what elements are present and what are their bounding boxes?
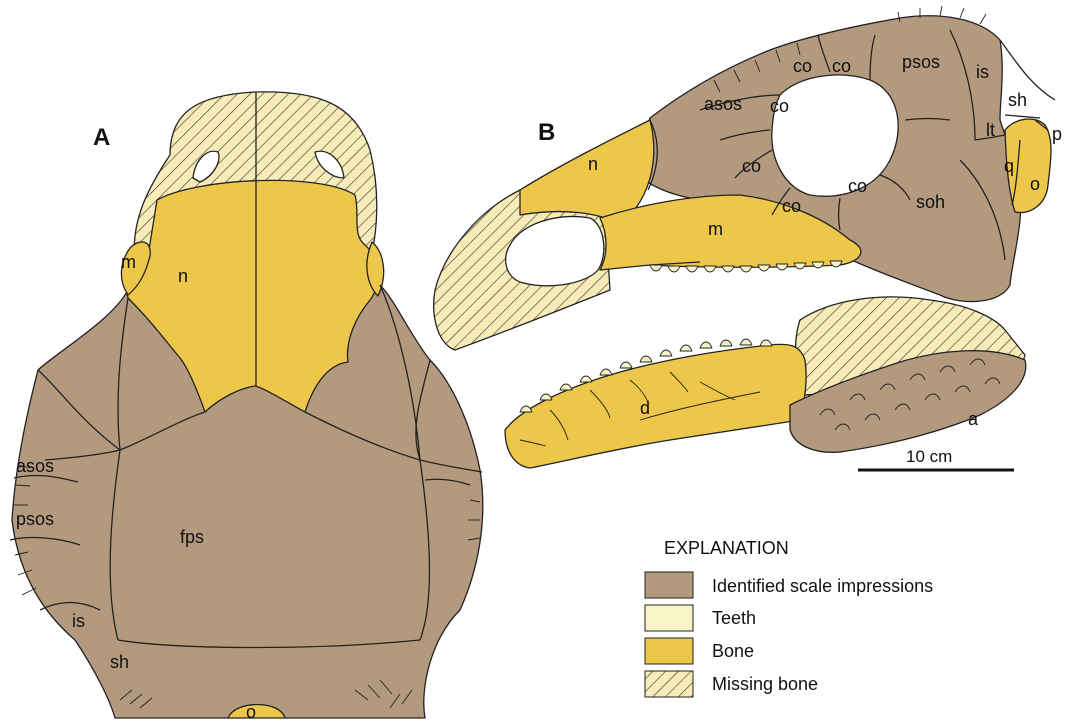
b-label-co-4: co xyxy=(742,156,761,176)
b-label-p: p xyxy=(1052,124,1062,144)
a-label-m: m xyxy=(121,252,136,272)
legend-title: EXPLANATION xyxy=(664,538,789,558)
panel-a-letter: A xyxy=(93,124,110,151)
legend-label-missing: Missing bone xyxy=(712,674,818,694)
legend-swatch-bone xyxy=(645,638,693,664)
legend-swatch-scale xyxy=(645,572,693,598)
b-label-co-5: co xyxy=(782,196,801,216)
b-label-psos: psos xyxy=(902,52,940,72)
b-dentary xyxy=(505,344,806,468)
a-label-sh: sh xyxy=(110,652,129,672)
panel-b-letter: B xyxy=(538,119,555,146)
b-label-sh: sh xyxy=(1008,90,1027,110)
b-label-co-2: co xyxy=(832,56,851,76)
legend-label-scale: Identified scale impressions xyxy=(712,576,933,596)
legend-label-bone: Bone xyxy=(712,641,754,661)
a-label-is: is xyxy=(72,611,85,631)
b-label-asos: asos xyxy=(704,94,742,114)
panel-b xyxy=(434,6,1055,468)
a-label-psos: psos xyxy=(16,509,54,529)
legend-swatch-teeth xyxy=(645,605,693,631)
b-label-d: d xyxy=(640,398,650,418)
b-label-a: a xyxy=(968,409,979,429)
a-label-o: o xyxy=(246,702,256,722)
a-label-asos: asos xyxy=(16,456,54,476)
scale-bar: 10 cm xyxy=(858,447,1014,470)
a-label-n: n xyxy=(178,266,188,286)
b-label-m: m xyxy=(708,219,723,239)
b-label-soh: soh xyxy=(916,192,945,212)
b-label-o: o xyxy=(1030,174,1040,194)
b-label-co-3: co xyxy=(770,96,789,116)
b-label-lt: lt xyxy=(986,120,995,140)
b-label-co-6: co xyxy=(848,176,867,196)
b-label-is: is xyxy=(976,62,989,82)
legend-label-teeth: Teeth xyxy=(712,608,756,628)
b-label-co-1: co xyxy=(793,56,812,76)
b-label-q: q xyxy=(1004,156,1014,176)
legend-swatch-missing xyxy=(645,671,693,697)
scale-bar-label: 10 cm xyxy=(906,447,952,466)
legend: EXPLANATION Identified scale impressions… xyxy=(645,538,933,697)
b-label-n: n xyxy=(588,154,598,174)
a-label-fps: fps xyxy=(180,527,204,547)
